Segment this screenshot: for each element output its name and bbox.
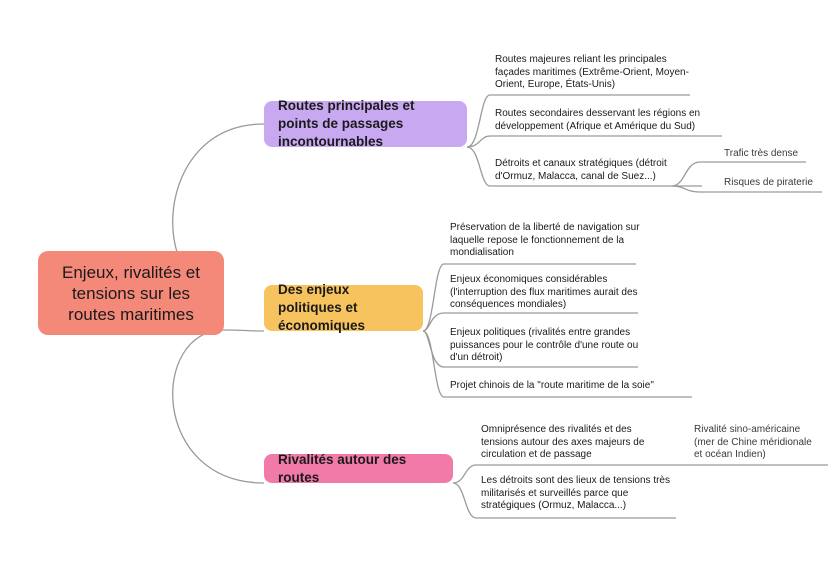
connector-b1-item3-child1 — [671, 161, 806, 187]
connector-b3-item1 — [452, 464, 828, 484]
topic-detroits-canaux[interactable]: Détroits et canaux stratégiques (détroit… — [495, 158, 667, 182]
topic-omnipresence-rivalites[interactable]: Omniprésence des rivalités et des tensio… — [481, 424, 645, 460]
connector-b1-item1 — [466, 94, 690, 148]
topic-enjeux-economiques[interactable]: Enjeux économiques considérables (l'inte… — [450, 274, 638, 310]
topic-route-soie[interactable]: Projet chinois de la "route maritime de … — [450, 380, 654, 391]
connector-b1-item2 — [466, 135, 722, 148]
connector-b2-item4 — [422, 330, 692, 398]
connector-b2-item2 — [422, 312, 638, 332]
connector-central-branch2 — [223, 329, 265, 332]
connector-central-branch3 — [172, 329, 265, 484]
topic-enjeux-politiques[interactable]: Enjeux politiques (rivalités entre grand… — [450, 327, 639, 363]
topic-liberte-navigation[interactable]: Préservation de la liberté de navigation… — [450, 222, 640, 258]
topic-routes-majeures[interactable]: Routes majeures reliant les principales … — [495, 54, 689, 90]
connectors-group — [172, 94, 828, 519]
connector-b3-item2 — [452, 482, 676, 519]
branch-rivalites[interactable]: Rivalités autour des routes — [264, 452, 453, 485]
topic-piraterie[interactable]: Risques de piraterie — [724, 177, 813, 188]
topic-trafic-dense[interactable]: Trafic très dense — [724, 148, 799, 159]
connector-b1-item3-child2 — [671, 185, 822, 193]
connector-b1-item3 — [466, 146, 702, 187]
branch-enjeux-politiques[interactable]: Des enjeux politiques et économiques — [264, 282, 423, 333]
topic-detroits-militarises[interactable]: Les détroits sont des lieux de tensions … — [481, 475, 670, 511]
topic-routes-secondaires[interactable]: Routes secondaires desservant les région… — [495, 108, 701, 132]
topic-rivalite-sino-americaine[interactable]: Rivalité sino-américaine (mer de Chine m… — [694, 424, 812, 460]
central-topic[interactable]: Enjeux, rivalités et tensions sur les ro… — [38, 251, 224, 335]
branch-routes-principales[interactable]: Routes principales et points de passages… — [264, 98, 467, 149]
